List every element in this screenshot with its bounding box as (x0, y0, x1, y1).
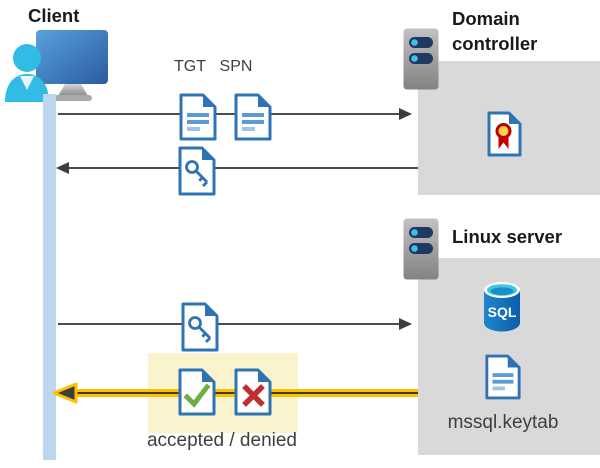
keytab-label: mssql.keytab (447, 412, 559, 433)
tgt-label: TGT (174, 58, 206, 75)
keytab-document-icon (485, 354, 521, 400)
denied-document-icon (234, 368, 272, 416)
tgt-document-icon (179, 93, 217, 141)
linux-title: Linux server (452, 226, 563, 247)
arrowhead-right-icon (399, 108, 412, 120)
spn-label: SPN (219, 58, 253, 75)
sql-database-icon: SQL (484, 282, 520, 332)
accepted-document-icon (178, 368, 216, 416)
ticket-key-document-icon (178, 146, 216, 196)
spn-document-icon (234, 93, 272, 141)
arrowhead-left-icon (56, 162, 69, 174)
client-timeline-bar (43, 94, 56, 460)
svg-text:SQL: SQL (488, 304, 517, 320)
arrowhead-right-icon (399, 318, 412, 330)
dc-server-icon (403, 28, 439, 90)
certificate-document-icon (487, 111, 522, 157)
result-label: accepted / denied (146, 430, 297, 451)
dc-title: Domain controller (452, 8, 538, 54)
client-icon (5, 30, 108, 102)
client-label: Client (28, 5, 80, 26)
arrowhead-left-highlighted-icon (52, 382, 78, 404)
linux-server-icon (403, 218, 439, 280)
service-ticket-key-document-icon (181, 302, 219, 352)
